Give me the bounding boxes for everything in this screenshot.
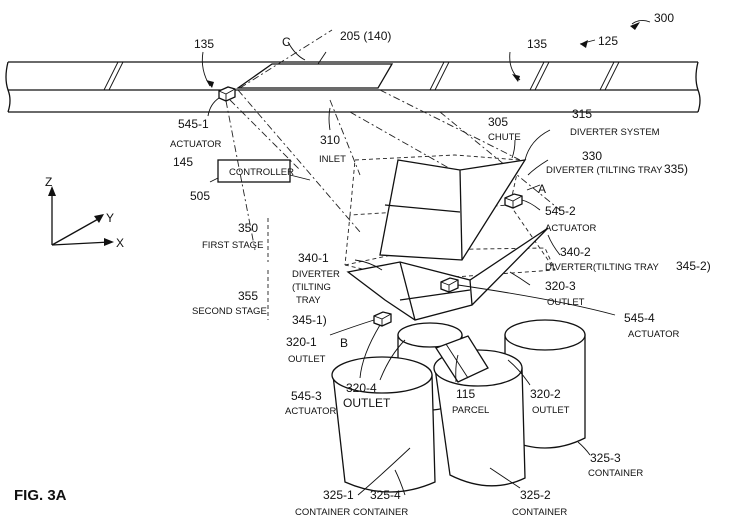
ref-340-2: 340-2 [560,245,591,259]
label-545-4: ACTUATOR [628,329,680,340]
label-340-1-line1: DIVERTER [292,269,340,280]
ref-545-4: 545-4 [624,311,655,325]
ref-125: 125 [598,34,618,48]
second-stage-trays [346,227,549,321]
reference-arrows [206,22,640,88]
ref-340-1: 340-1 [298,251,329,265]
axis-z-label: Z [45,175,52,189]
label-320-4: OUTLET [343,396,391,410]
controller-box [209,159,291,183]
ref-320-4: 320-4 [346,381,377,395]
label-320-2: OUTLET [532,405,570,416]
label-340-2: DIVERTER(TILTING TRAY [545,262,660,273]
label-315: DIVERTER SYSTEM [570,127,660,138]
label-545-1: ACTUATOR [170,139,222,150]
label-325-3: CONTAINER [588,468,643,479]
ref-320-2: 320-2 [530,387,561,401]
actuator-545-3 [373,311,392,327]
ref-335: 335) [664,162,688,176]
axis-y-label: Y [106,211,114,225]
ref-305: 305 [488,115,508,129]
ref-a: A [538,182,546,196]
ref-330: 330 [582,149,602,163]
conveyor-belt [5,61,701,113]
ref-345-2: 345-2) [676,259,711,273]
projection-lines [225,89,561,251]
ref-545-2: 545-2 [545,204,576,218]
actuator-545-4 [440,277,459,293]
labels: 300 125 135 135 C 205 (140) 545-1 ACTUAT… [14,11,711,518]
ref-350: 350 [238,221,258,235]
label-325-2: CONTAINER [512,507,567,518]
axis-x-label: X [116,236,124,250]
ref-135-right: 135 [527,37,547,51]
container-325-3 [504,319,586,449]
actuator-545-2 [504,193,523,209]
ref-115: 115 [456,387,475,401]
label-355: SECOND STAGE [192,306,267,317]
ref-345-1: 345-1) [292,313,327,327]
actuator-545-1 [218,86,236,102]
inlet-opening [235,29,394,89]
ref-205: 205 (140) [340,29,391,43]
ref-505: 505 [190,189,210,203]
label-340-1-line3: TRAY [296,295,321,306]
label-310: INLET [319,154,346,165]
ref-325-4: 325-4 [370,488,401,502]
axis-triad [48,186,114,246]
label-330: DIVERTER (TILTING TRAY [546,165,663,176]
label-545-3: ACTUATOR [285,406,337,417]
ref-545-3: 545-3 [291,389,322,403]
ref-b: B [340,336,348,350]
label-340-1-line2: (TILTING [292,282,331,293]
ref-300: 300 [654,11,674,25]
label-320-1: OUTLET [288,354,326,365]
ref-355: 355 [238,289,258,303]
label-545-2: ACTUATOR [545,223,597,234]
chute-first-stage [344,154,556,281]
ref-320-1: 320-1 [286,335,317,349]
label-325-1: CONTAINER [295,507,350,518]
label-325-4: CONTAINER [353,507,408,518]
ref-315: 315 [572,107,592,121]
ref-145: 145 [173,155,193,169]
ref-135-left: 135 [194,37,214,51]
label-320-3: OUTLET [547,297,585,308]
ref-325-3: 325-3 [590,451,621,465]
figure-label: FIG. 3A [14,487,67,504]
ref-325-1: 325-1 [323,488,354,502]
ref-320-3: 320-3 [545,279,576,293]
controller-label: CONTROLLER [229,167,294,178]
ref-545-1: 545-1 [178,117,209,131]
container-325-1 [331,356,436,493]
leader-lines [201,19,651,496]
label-350: FIRST STAGE [202,240,263,251]
ref-310: 310 [320,133,340,147]
ref-325-2: 325-2 [520,488,551,502]
label-115: PARCEL [452,405,489,416]
ref-c: C [282,35,291,49]
label-305: CHUTE [488,132,521,143]
